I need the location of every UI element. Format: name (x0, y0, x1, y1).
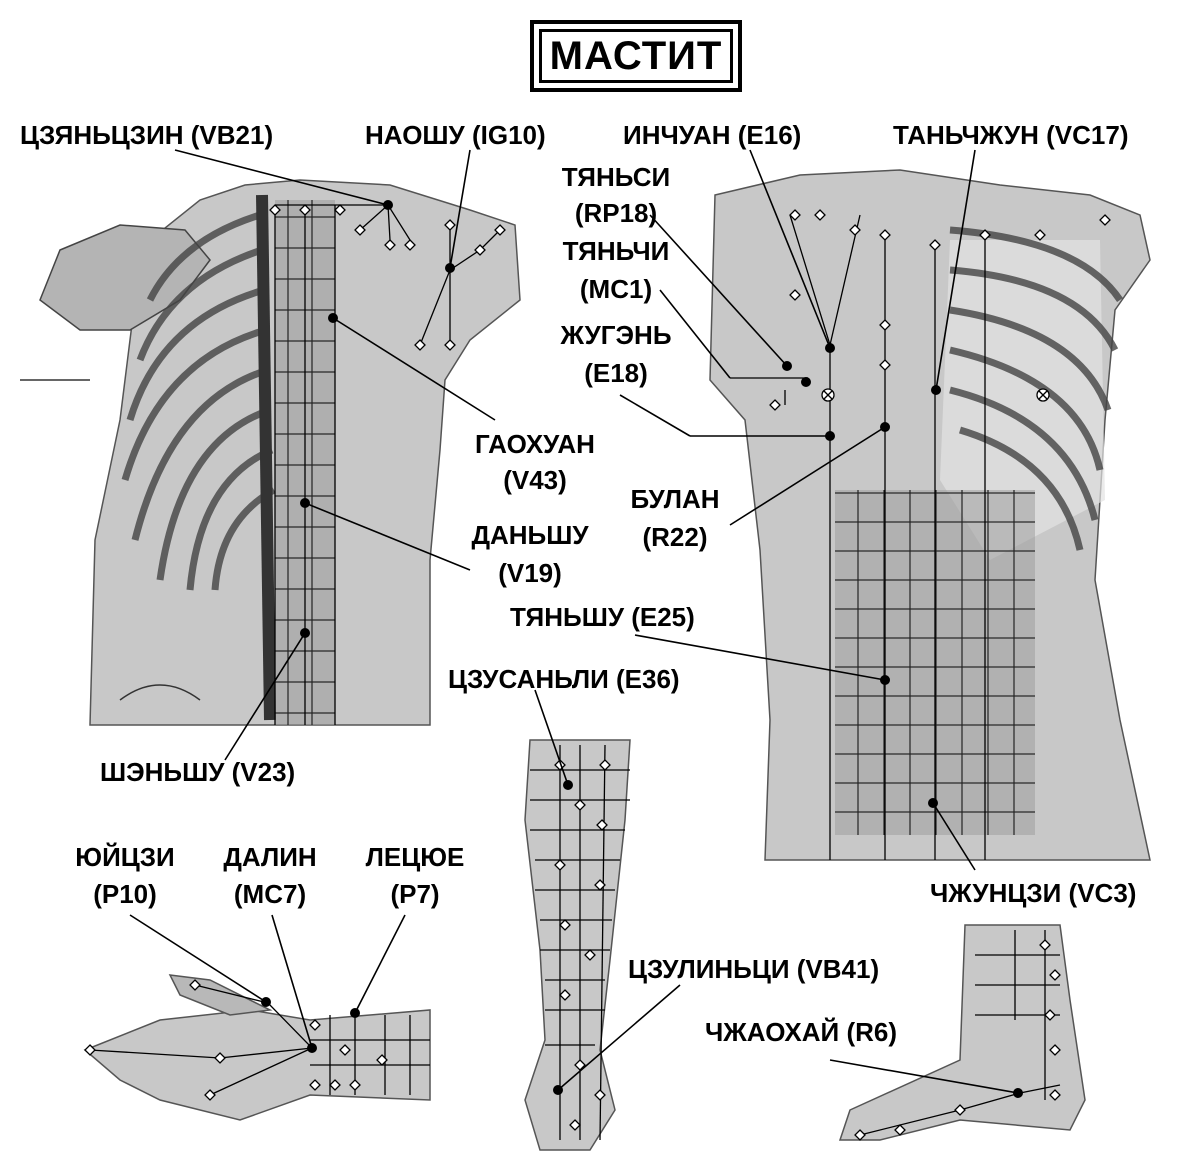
title-frame: МАСТИТ (530, 20, 742, 92)
label-p10-name: ЮЙЦЗИ (45, 840, 205, 874)
label-vc17: ТАНЬЧЖУН (VC17) (893, 118, 1128, 152)
front-figure (710, 170, 1150, 860)
label-mc7-code: (MC7) (200, 877, 340, 911)
leg-figure (525, 740, 630, 1150)
label-mc7-name: ДАЛИН (200, 840, 340, 874)
label-r6: ЧЖАОХАЙ (R6) (705, 1015, 897, 1049)
back-figure (20, 180, 520, 725)
label-vb21: ЦЗЯНЬЦЗИН (VB21) (20, 118, 273, 152)
label-e18-name: ЖУГЭНЬ (546, 318, 686, 352)
label-mc1-name: ТЯНЬЧИ (546, 234, 686, 268)
label-rp18-name: ТЯНЬСИ (546, 160, 686, 194)
label-vc3: ЧЖУНЦЗИ (VC3) (930, 876, 1136, 910)
label-v23: ШЭНЬШУ (V23) (100, 755, 295, 789)
label-r22-name: БУЛАН (600, 482, 750, 516)
label-vb41: ЦЗУЛИНЬЦИ (VB41) (628, 952, 879, 986)
label-e18-code: (E18) (546, 356, 686, 390)
label-e36: ЦЗУСАНЬЛИ (E36) (448, 662, 680, 696)
label-r22-code: (R22) (600, 520, 750, 554)
label-e25: ТЯНЬШУ (E25) (510, 600, 695, 634)
label-v43-name: ГАОХУАН (455, 427, 615, 461)
label-rp18-code: (RP18) (546, 196, 686, 230)
label-v19-code: (V19) (450, 556, 610, 590)
label-ig10: НАОШУ (IG10) (365, 118, 546, 152)
label-v19-name: ДАНЬШУ (450, 518, 610, 552)
label-p7-name: ЛЕЦЮЕ (345, 840, 485, 874)
label-v43-code: (V43) (455, 463, 615, 497)
diagram-title: МАСТИТ (550, 34, 723, 79)
label-e16: ИНЧУАН (E16) (623, 118, 801, 152)
label-mc1-code: (MC1) (546, 272, 686, 306)
label-p10-code: (P10) (45, 877, 205, 911)
label-p7-code: (P7) (345, 877, 485, 911)
